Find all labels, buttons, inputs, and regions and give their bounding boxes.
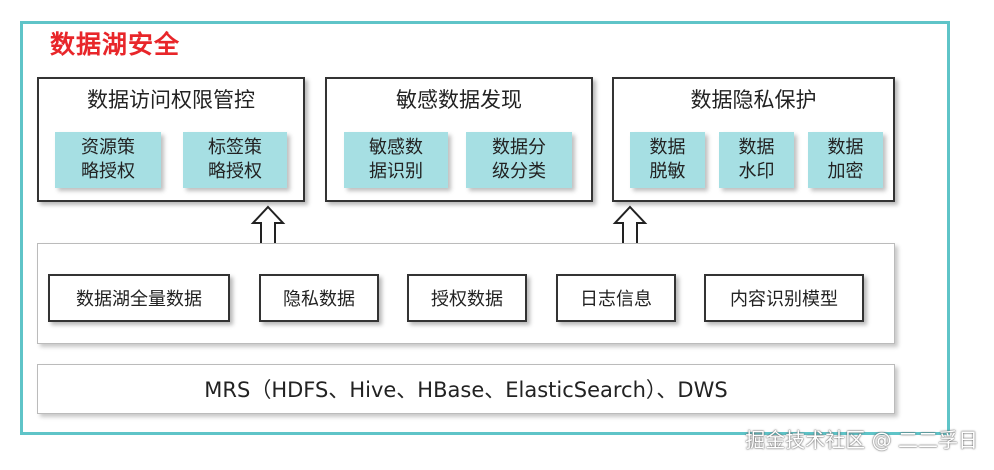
up-arrow-icon [250,205,286,246]
authorized-data-box: 授权数据 [407,274,527,322]
privacy-data-box: 隐私数据 [259,274,379,322]
panel-title: 敏感数据发现 [396,88,522,112]
up-arrow-icon [612,205,648,246]
diagram-title: 数据湖安全 [50,30,181,59]
log-info-box: 日志信息 [556,274,676,322]
watermark-text: 掘金技术社区 @ 二二孚日 [745,428,978,452]
panel-title: 数据访问权限管控 [87,88,255,112]
access-control-panel: 数据访问权限管控 资源策 略授权 标签策 略授权 [37,77,305,202]
data-classification-tile: 数据分 级分类 [466,132,572,188]
storage-layer: MRS（HDFS、Hive、HBase、ElasticSearch）、DWS [37,364,895,414]
panel-title: 数据隐私保护 [690,88,817,112]
resource-policy-tile: 资源策 略授权 [55,132,161,188]
data-watermark-tile: 数据 水印 [719,132,794,188]
tag-policy-tile: 标签策 略授权 [183,132,287,188]
data-masking-tile: 数据 脱敏 [630,132,705,188]
content-model-box: 内容识别模型 [704,274,864,322]
full-lake-data-box: 数据湖全量数据 [48,274,230,322]
sensitive-data-panel: 敏感数据发现 敏感数 据识别 数据分 级分类 [325,77,593,202]
privacy-protection-panel: 数据隐私保护 数据 脱敏 数据 水印 数据 加密 [612,77,895,202]
data-encryption-tile: 数据 加密 [808,132,883,188]
sensitive-identify-tile: 敏感数 据识别 [344,132,448,188]
